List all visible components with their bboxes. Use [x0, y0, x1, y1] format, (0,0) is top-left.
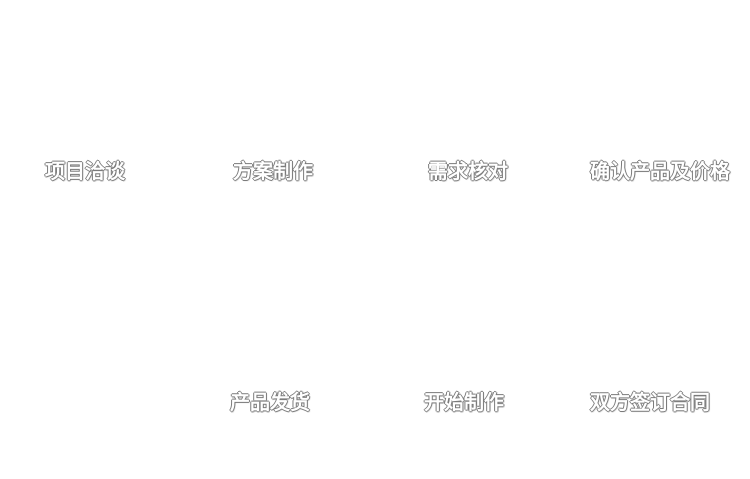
step-product-shipment: 产品发货 — [230, 390, 310, 414]
step-confirm-product-and-price: 确认产品及价格 — [590, 159, 730, 183]
step-proposal-creation: 方案制作 — [233, 159, 313, 183]
step-requirements-check: 需求核对 — [428, 159, 508, 183]
step-project-negotiation: 项目洽谈 — [45, 159, 125, 183]
step-start-production: 开始制作 — [424, 390, 504, 414]
step-sign-contract: 双方签订合同 — [590, 390, 710, 414]
